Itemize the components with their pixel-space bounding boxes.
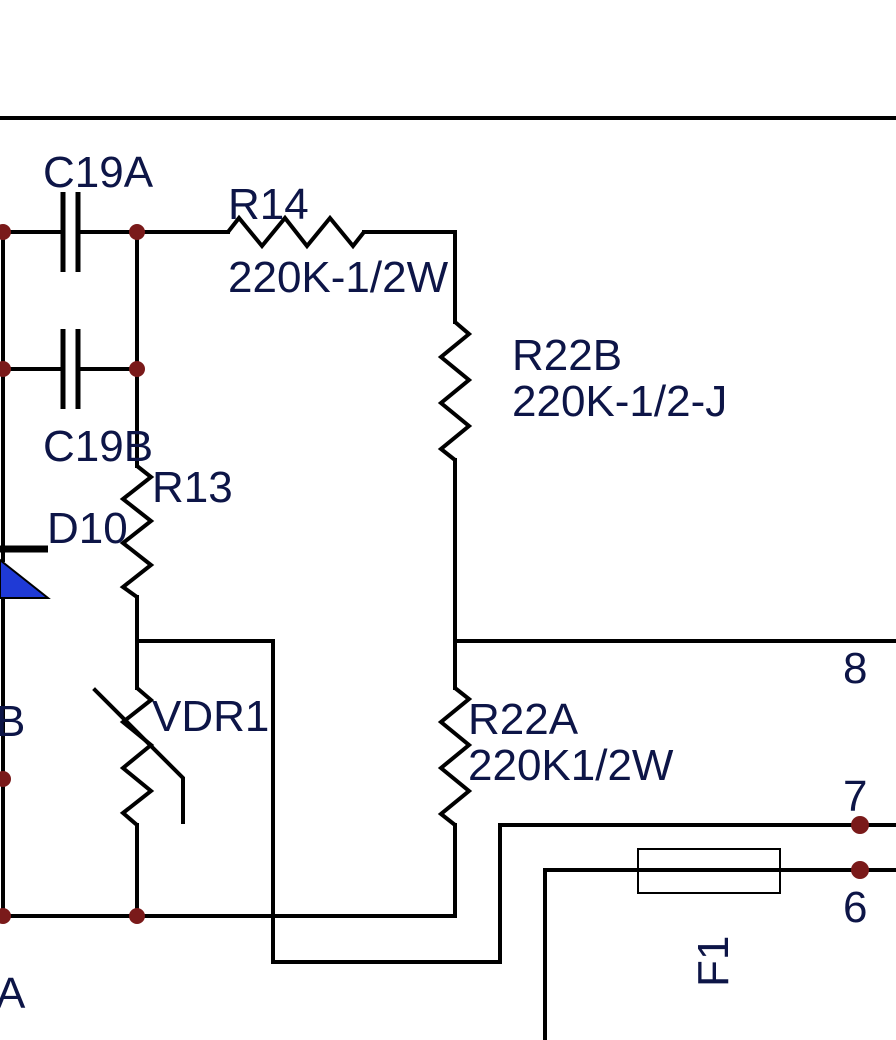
r22b-resistor: [437, 320, 473, 462]
terminal-8-label: 8: [843, 644, 867, 693]
terminal-7-dot: [851, 816, 869, 834]
vdr1-label: VDR1: [152, 692, 269, 741]
terminal-6-wire: [543, 868, 862, 1040]
terminal-6-label: 6: [843, 883, 867, 932]
r22a-value: 220K1/2W: [468, 741, 674, 790]
r14-resistor: [226, 214, 366, 250]
c19b-capacitor: [60, 329, 81, 409]
r22a-resistor: [437, 686, 473, 827]
f1-label: F1: [689, 936, 738, 987]
r14-label: R14: [228, 180, 309, 229]
r14-value: 220K-1/2W: [228, 253, 449, 302]
node-dot: [0, 908, 11, 924]
r22b-value: 220K-1/2-J: [512, 377, 727, 426]
left-edge-label-b: B: [0, 697, 25, 746]
loop-wire: [135, 639, 862, 964]
node-junctions: [0, 224, 869, 924]
r22a-label: R22A: [468, 695, 579, 744]
d10-diode: [0, 545, 51, 599]
r13-resistor: [119, 464, 155, 599]
node-dot: [129, 908, 145, 924]
node-dot: [0, 361, 11, 377]
terminal-7-label: 7: [843, 772, 867, 821]
left-edge-label-a: A: [0, 969, 26, 1018]
c19b-label: C19B: [43, 422, 153, 471]
c19a-label: C19A: [43, 148, 154, 197]
c19a-capacitor: [60, 192, 81, 272]
f1-fuse: [637, 848, 781, 894]
node-dot: [0, 771, 11, 787]
node-dot: [129, 361, 145, 377]
node-dot: [0, 224, 11, 240]
d10-label: D10: [47, 504, 128, 553]
r13-label: R13: [152, 463, 233, 512]
node-dot: [129, 224, 145, 240]
r22b-label: R22B: [512, 331, 622, 380]
wires: [1, 230, 896, 1040]
terminal-6-dot: [851, 861, 869, 879]
vdr1-varistor: [92, 686, 185, 827]
